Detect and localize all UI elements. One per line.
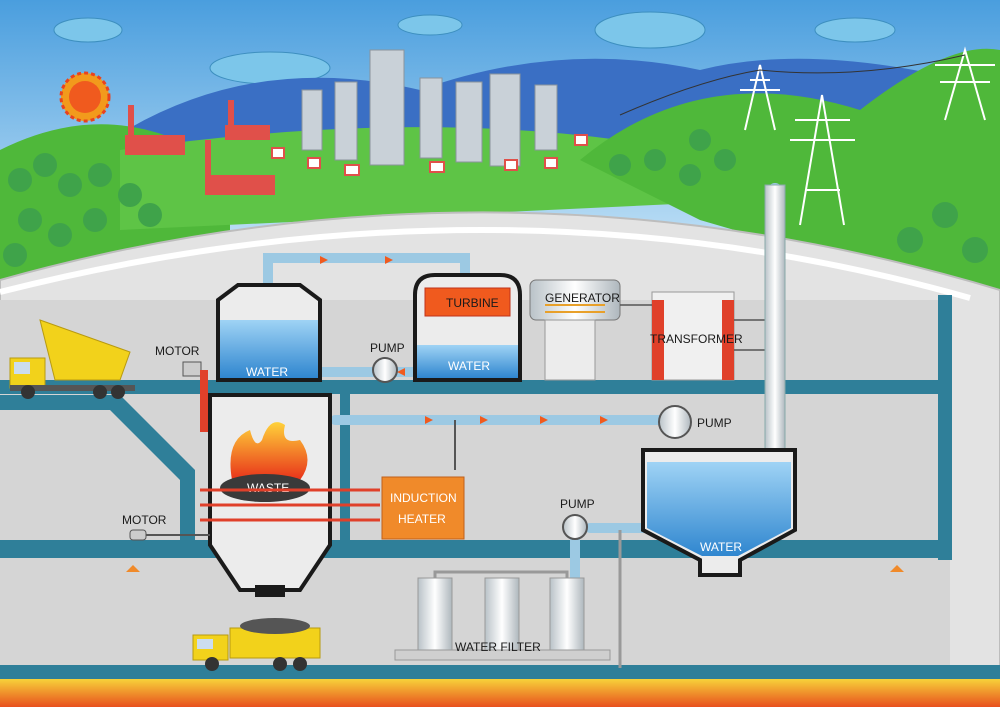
sprinkler-icon	[126, 565, 904, 572]
heater-label-line2: HEATER	[398, 512, 446, 526]
dump-truck-top	[9, 319, 135, 399]
heater-label-line1: INDUCTION	[390, 491, 457, 505]
pump-bottom: PUMP	[560, 497, 595, 540]
pump-mid-label: PUMP	[697, 416, 732, 430]
water-filter-label: WATER FILTER	[455, 640, 541, 654]
water-tank: WATER	[641, 448, 797, 577]
power-pylons	[619, 46, 995, 226]
boiler-water-label: WATER	[246, 365, 288, 379]
pump-top-label: PUMP	[370, 341, 405, 355]
boiler: WATER WASTE	[200, 283, 380, 597]
base-floor	[0, 665, 1000, 679]
motor-bottom-label: MOTOR	[122, 513, 167, 527]
generator: GENERATOR	[529, 279, 621, 381]
filter-pipe	[570, 523, 655, 585]
generator-label: GENERATOR	[545, 291, 620, 305]
steam-pipe	[263, 253, 470, 290]
chimney	[764, 184, 786, 461]
pump-top: PUMP	[370, 341, 405, 383]
motor-top-label: MOTOR	[155, 344, 200, 358]
wall-right	[938, 295, 952, 560]
landscape	[0, 0, 1000, 560]
factories	[125, 100, 275, 195]
induction-heater: INDUCTION HEATER	[381, 420, 465, 540]
upper-floor	[0, 380, 950, 394]
pump-bottom-label: PUMP	[560, 497, 595, 511]
fire-icon	[230, 422, 308, 480]
cloud-icon	[53, 11, 896, 85]
sun-icon	[59, 71, 111, 123]
city-buildings	[301, 49, 558, 167]
waste-label: WASTE	[247, 481, 289, 495]
ramp	[0, 395, 195, 545]
houses	[271, 134, 588, 176]
water-filter: WATER FILTER	[394, 530, 622, 668]
lower-floor	[0, 540, 950, 558]
trees	[3, 129, 988, 518]
motor-bottom: MOTOR	[122, 513, 210, 541]
turbine-water-label: WATER	[448, 359, 490, 373]
turbine: TURBINE WATER	[413, 273, 522, 382]
bedrock	[0, 679, 1000, 707]
transformer: TRANSFORMER	[620, 291, 775, 381]
wall-left-post	[340, 390, 350, 540]
transformer-label: TRANSFORMER	[650, 332, 743, 346]
motor-top: MOTOR	[155, 344, 208, 432]
dome-inner	[0, 227, 971, 301]
turbine-label: TURBINE	[446, 296, 499, 310]
pump-mid: PUMP	[658, 405, 732, 439]
dump-truck-bottom	[192, 618, 321, 671]
tank-water-label: WATER	[700, 540, 742, 554]
